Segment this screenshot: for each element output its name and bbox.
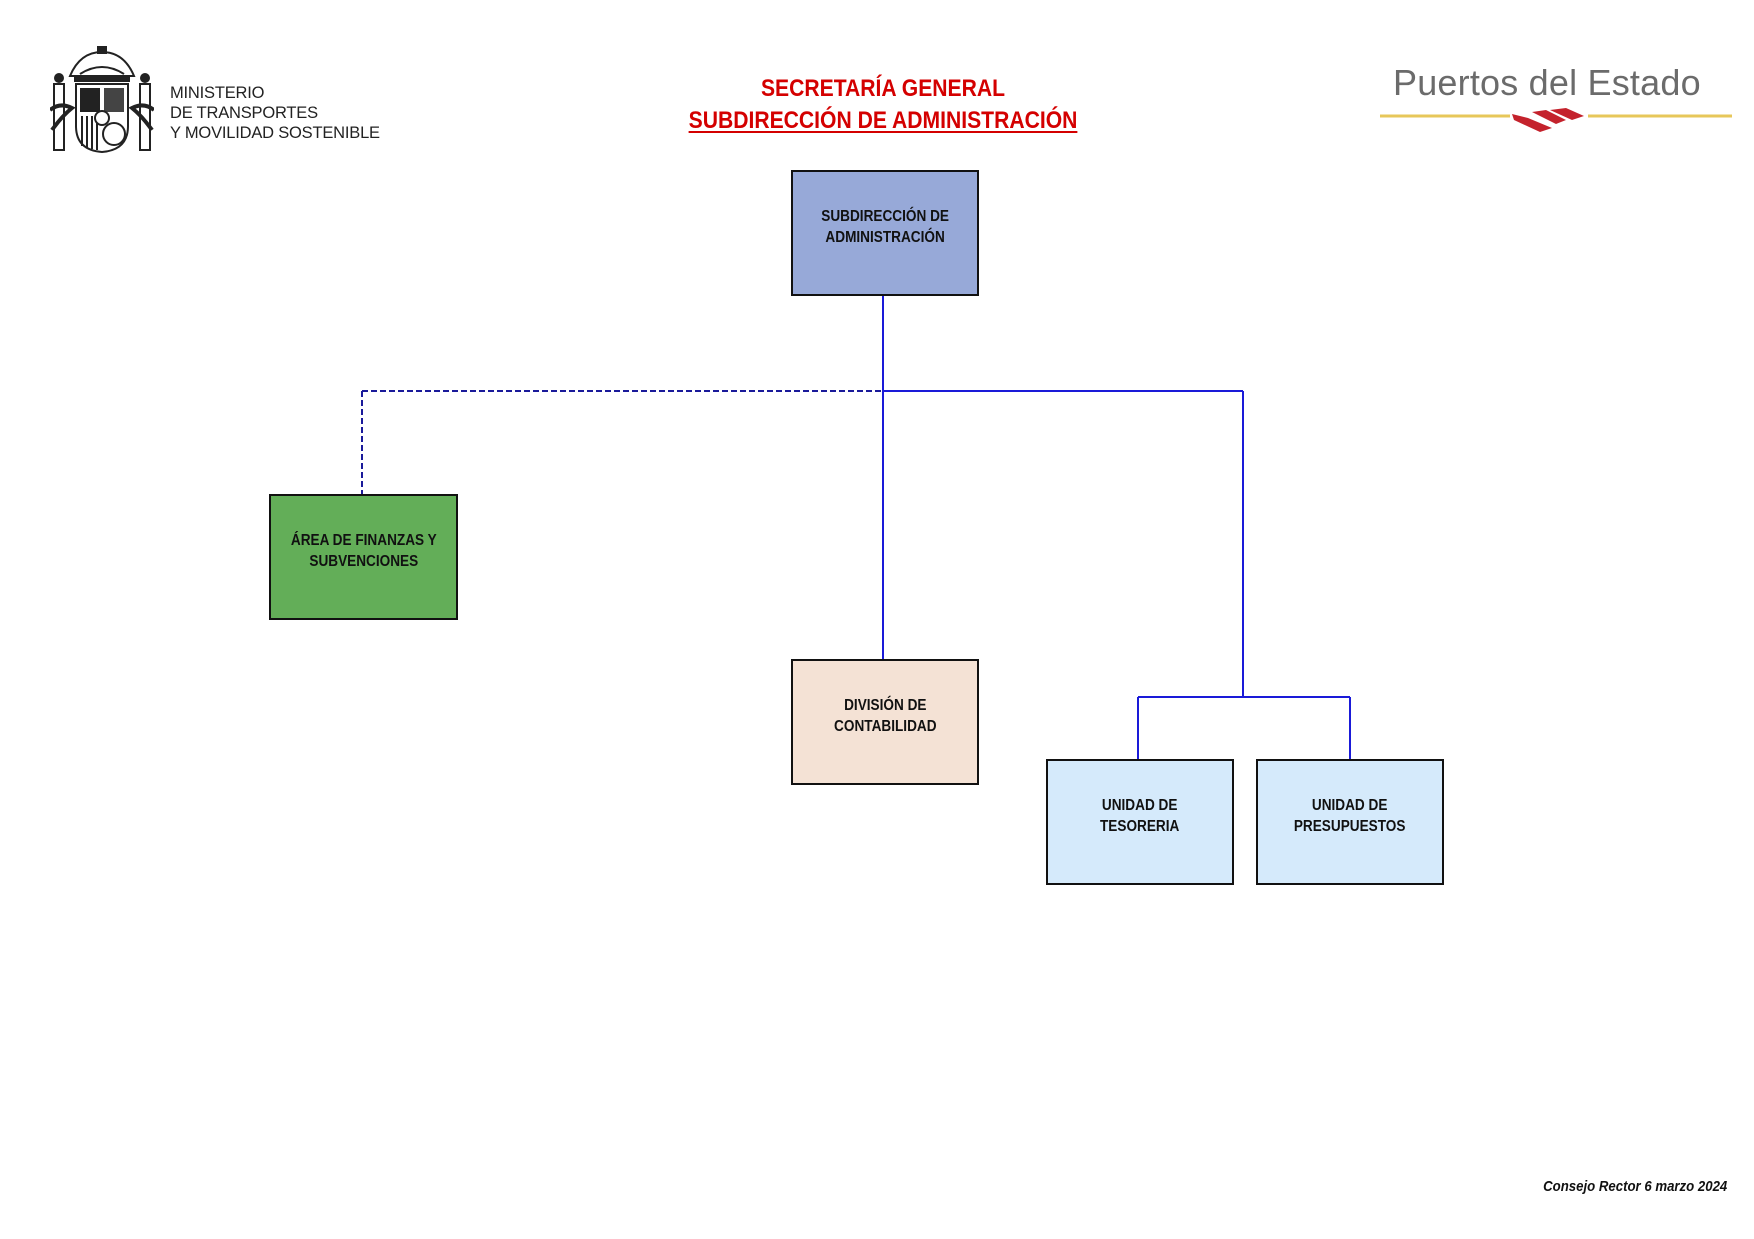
ministry-line: Y MOVILIDAD SOSTENIBLE	[170, 124, 380, 142]
box-label: UNIDAD DE PRESUPUESTOS	[1294, 797, 1406, 835]
box-unidad-presupuestos: UNIDAD DE PRESUPUESTOS	[1256, 759, 1444, 885]
title-secretaria: SECRETARÍA GENERAL	[760, 75, 1006, 102]
box-label: DIVISIÓN DE CONTABILIDAD	[833, 697, 937, 735]
footer-note: Consejo Rector 6 marzo 2024	[1542, 1178, 1727, 1195]
box-label: SUBDIRECCIÓN DE ADMINISTRACIÓN	[821, 208, 949, 246]
ministry-line: MINISTERIO	[170, 84, 265, 102]
ministry-name: MINISTERIO DE TRANSPORTES Y MOVILIDAD SO…	[170, 83, 380, 143]
puertos-logo-text: Puertos del Estado	[1393, 62, 1701, 103]
title-subdireccion: SUBDIRECCIÓN DE ADMINISTRACIÓN	[688, 107, 1078, 134]
coat-of-arms-icon	[50, 46, 154, 154]
box-label: UNIDAD DE TESORERIA	[1100, 797, 1180, 835]
box-division-contabilidad: DIVISIÓN DE CONTABILIDAD	[791, 659, 979, 785]
ministry-line: DE TRANSPORTES	[170, 104, 318, 122]
box-subdireccion-administracion: SUBDIRECCIÓN DE ADMINISTRACIÓN	[791, 170, 979, 296]
box-area-finanzas: ÁREA DE FINANZAS Y SUBVENCIONES	[269, 494, 458, 620]
puertos-logo-icon	[1380, 108, 1732, 132]
box-unidad-tesoreria: UNIDAD DE TESORERIA	[1046, 759, 1234, 885]
box-label: ÁREA DE FINANZAS Y SUBVENCIONES	[290, 532, 437, 570]
